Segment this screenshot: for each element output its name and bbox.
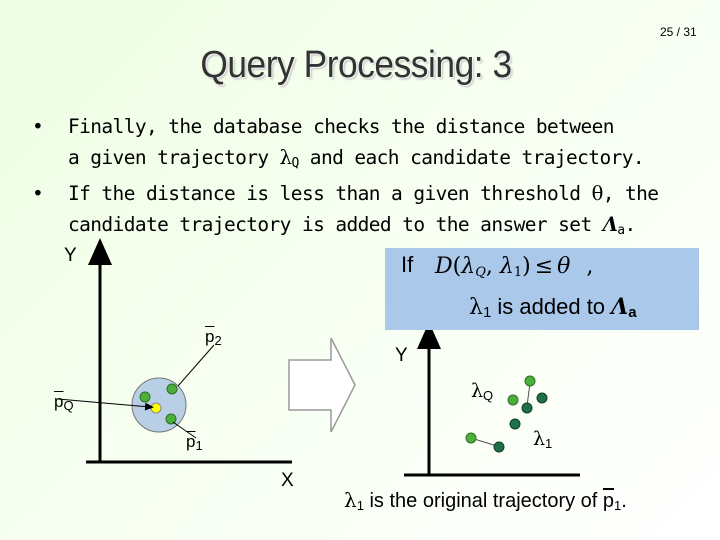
bullet-1-line-1: Finally, the database checks the distanc… — [68, 115, 614, 138]
bullet-1: • Finally, the database checks the dista… — [32, 112, 702, 179]
formula-leq: ≤ — [534, 254, 554, 279]
p1-pointer-line — [172, 421, 197, 439]
bullet-2-text-d: . — [624, 212, 637, 236]
point-green-left — [139, 391, 151, 403]
footer-p-sub: 1 — [614, 498, 622, 513]
callout-answer-set-sub: a — [628, 304, 637, 321]
formula-lambda-1-sub: 1 — [513, 265, 523, 280]
footer-p: p — [602, 490, 615, 512]
formula-comma: , — [485, 254, 500, 279]
formula-trailing-comma: , — [586, 254, 594, 279]
bullet-1-text-a: a given trajectory — [68, 145, 280, 169]
p2-label: p2 — [205, 327, 222, 348]
right-y-label: Y — [395, 345, 408, 366]
callout-lambda-1-sub: 1 — [482, 304, 492, 321]
footer-lambda: λ — [344, 488, 357, 512]
footer-end: . — [621, 490, 627, 512]
footer-text: is the original trajectory of — [363, 490, 603, 512]
lq-trajectory-segment — [526, 382, 531, 407]
p2-subscript: 2 — [214, 333, 222, 348]
bullet-list: • Finally, the database checks the dista… — [32, 112, 702, 246]
lambda-q-label-sub: Q — [483, 388, 494, 403]
distance-formula: D(λQ, λ1)≤θ, — [435, 254, 593, 280]
point-query-yellow — [150, 402, 162, 414]
callout-line-2: λ1 is added to Λa — [469, 294, 637, 321]
callout-added-text: is added to — [491, 294, 612, 319]
lambda-1-label-sym: λ — [533, 428, 546, 450]
bullet-1-text-b: and each candidate trajectory. — [298, 145, 645, 169]
lambda-q-label: λQ — [471, 380, 493, 403]
theta-symbol: θ — [591, 182, 604, 205]
left-x-label: X — [281, 470, 294, 491]
p2-pointer-line — [177, 344, 215, 387]
bullet-2: • If the distance is less than a given t… — [32, 179, 702, 246]
bullet-2-text-a: If the distance is less than a given thr… — [68, 182, 592, 205]
lambda-q-subscript: Q — [291, 155, 299, 171]
left-y-label: Y — [64, 245, 77, 266]
slide-title: Query Processing: 3 — [200, 44, 512, 86]
right-point-3 — [521, 402, 533, 414]
formula-theta: θ — [557, 254, 571, 279]
formula-open: ( — [452, 254, 462, 279]
answer-set-symbol: Λ — [602, 212, 618, 236]
answer-set-subscript: a — [617, 222, 625, 238]
callout-answer-set: Λ — [611, 294, 629, 320]
footer-caption: λ1 is the original trajectory of p1. — [344, 488, 627, 513]
formula-lambda-q-sub: Q — [475, 265, 486, 280]
p1-label: p1 — [186, 432, 203, 453]
formula-lambda-q: λ — [461, 254, 476, 279]
lambda-q-symbol: λ — [279, 145, 292, 169]
formula-close: ) — [522, 254, 531, 279]
formula-d: D — [435, 254, 453, 279]
lambda-q-label-sym: λ — [471, 380, 484, 402]
right-point-1 — [524, 375, 536, 387]
bullet-dot: • — [32, 115, 44, 138]
pq-pointer-line — [57, 398, 154, 411]
lambda-1-label-sub: 1 — [545, 436, 553, 451]
page-number: 25 / 31 — [660, 25, 697, 39]
bullet-dot: • — [32, 182, 44, 205]
right-point-7 — [509, 418, 521, 430]
pq-letter: p — [54, 392, 64, 411]
point-green-bottom — [165, 413, 177, 425]
p1-subscript: 1 — [195, 438, 203, 453]
bullet-2-text-c: candidate trajectory is added to the ans… — [68, 212, 603, 236]
callout-lambda-1: λ — [469, 295, 483, 320]
bullet-2-line-1: If the distance is less than a given thr… — [68, 179, 702, 210]
bullet-1-line-2: a given trajectory λQ and each candidate… — [68, 143, 702, 180]
callout-if: If — [401, 252, 414, 277]
p2-letter: p — [205, 327, 215, 346]
pq-label: pQ — [54, 392, 74, 413]
bullet-2-text-b: , the — [602, 182, 659, 205]
footer-lambda-sub: 1 — [356, 498, 364, 513]
formula-lambda-1: λ — [499, 254, 514, 279]
point-green-top — [166, 383, 178, 395]
lambda-1-label: λ1 — [533, 428, 552, 451]
pq-subscript: Q — [63, 398, 74, 413]
p1-letter: p — [186, 432, 196, 451]
transition-arrow — [288, 337, 356, 433]
bullet-2-line-2: candidate trajectory is added to the ans… — [68, 210, 702, 247]
right-point-2 — [507, 394, 519, 406]
condition-callout: If D(λQ, λ1)≤θ, λ1 is added to Λa — [385, 248, 699, 330]
right-point-4 — [536, 392, 548, 404]
right-point-6 — [493, 441, 505, 453]
right-point-5 — [465, 432, 477, 444]
